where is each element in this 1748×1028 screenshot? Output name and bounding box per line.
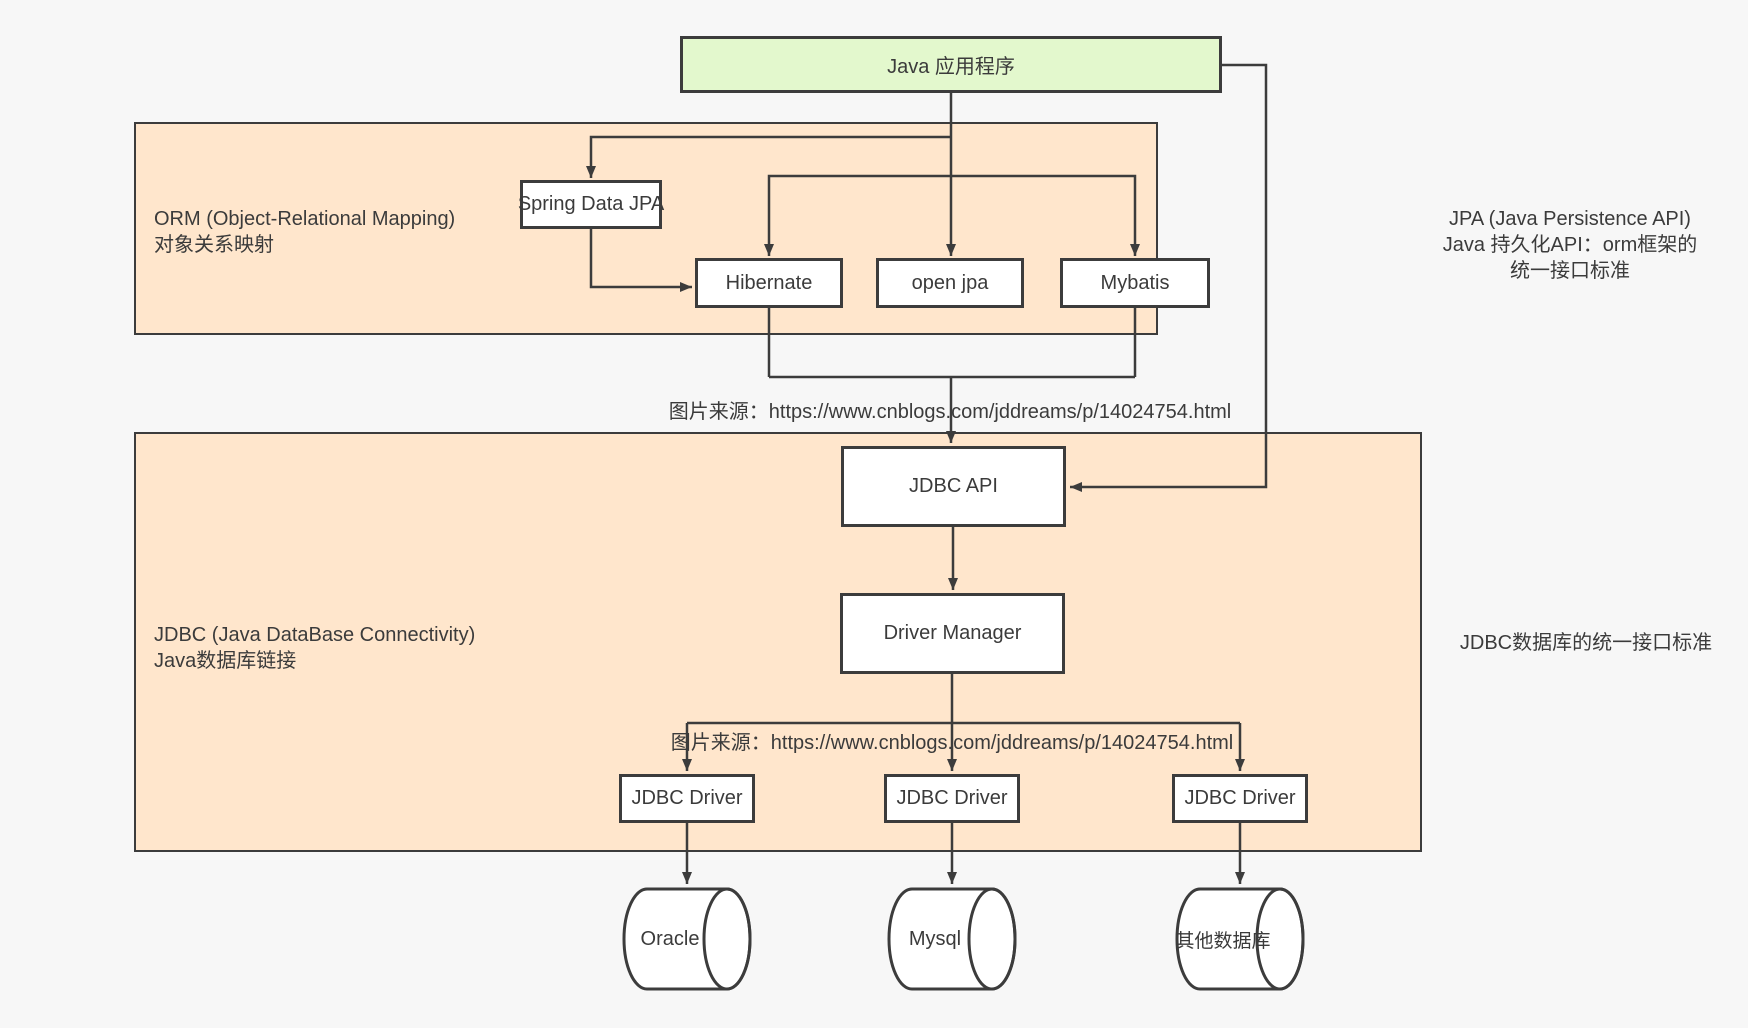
image-source-note-bottom: 图片来源：https://www.cnblogs.com/jddreams/p/…: [670, 732, 1234, 754]
orm-panel-label: ORM (Object-Relational Mapping) 对象关系映射: [154, 206, 455, 258]
node-jdbc-driver-right: JDBC Driver: [1172, 774, 1308, 823]
database-cylinder-mysql: Mysql: [887, 886, 1017, 992]
node-open-jpa-label: open jpa: [911, 271, 989, 294]
cylinder-shape: [887, 887, 1017, 991]
database-cylinder-oracle: Oracle: [622, 886, 752, 992]
jpa-annotation: JPA (Java Persistence API) Java 持久化API：or…: [1420, 206, 1720, 284]
jdbc-panel-title: JDBC (Java DataBase Connectivity): [154, 624, 476, 646]
cylinder-shape: [1175, 887, 1305, 991]
node-java-application: Java 应用程序: [680, 36, 1222, 93]
node-jdbc-driver-middle: JDBC Driver: [884, 774, 1020, 823]
connector-springdatajpa-hibernate: [589, 229, 692, 292]
jdbc-panel-label: JDBC (Java DataBase Connectivity) Java数据库…: [154, 622, 475, 674]
database-other-label: 其他数据库: [1175, 930, 1271, 952]
node-jdbc-api: JDBC API: [841, 446, 1066, 527]
cylinder-shape: [622, 887, 752, 991]
node-jdbc-driver-right-label: JDBC Driver: [1184, 787, 1296, 809]
node-java-application-label: Java 应用程序: [887, 56, 1015, 78]
node-driver-manager: Driver Manager: [840, 593, 1065, 674]
database-mysql-label: Mysql: [908, 927, 962, 950]
node-mybatis-label: Mybatis: [1100, 271, 1170, 294]
node-hibernate-label: Hibernate: [725, 271, 813, 294]
jpa-annotation-line3: 统一接口标准: [1510, 260, 1630, 282]
orm-panel-title: ORM (Object-Relational Mapping): [154, 208, 456, 230]
orm-panel-subtitle: 对象关系映射: [154, 234, 274, 256]
connector-javaapp-jdbcapi: [1070, 63, 1268, 492]
node-jdbc-api-label: JDBC API: [909, 475, 998, 497]
database-cylinder-other: 其他数据库: [1175, 886, 1305, 992]
node-jdbc-driver-left: JDBC Driver: [619, 774, 755, 823]
node-jdbc-driver-left-label: JDBC Driver: [631, 787, 743, 809]
image-source-note-top: 图片来源：https://www.cnblogs.com/jddreams/p/…: [668, 401, 1232, 423]
jdbc-annotation: JDBC数据库的统一接口标准: [1459, 632, 1713, 654]
jpa-annotation-line2: Java 持久化API：orm框架的: [1442, 234, 1698, 256]
jpa-annotation-line1: JPA (Java Persistence API): [1449, 208, 1691, 230]
database-oracle-label: Oracle: [640, 927, 700, 950]
node-spring-data-jpa-label: Spring Data JPA: [517, 193, 665, 215]
node-open-jpa: open jpa: [876, 258, 1024, 308]
connector-javaapp-hibernate: [764, 174, 951, 256]
node-driver-manager-label: Driver Manager: [883, 622, 1022, 644]
connector-javaapp-mybatis: [951, 174, 1140, 256]
node-hibernate: Hibernate: [695, 258, 843, 308]
connector-javaapp-springdatajpa: [586, 135, 951, 178]
node-spring-data-jpa: Spring Data JPA: [517, 180, 665, 229]
jdbc-panel-subtitle: Java数据库链接: [154, 650, 297, 672]
node-mybatis: Mybatis: [1060, 258, 1210, 308]
node-jdbc-driver-middle-label: JDBC Driver: [896, 787, 1008, 809]
